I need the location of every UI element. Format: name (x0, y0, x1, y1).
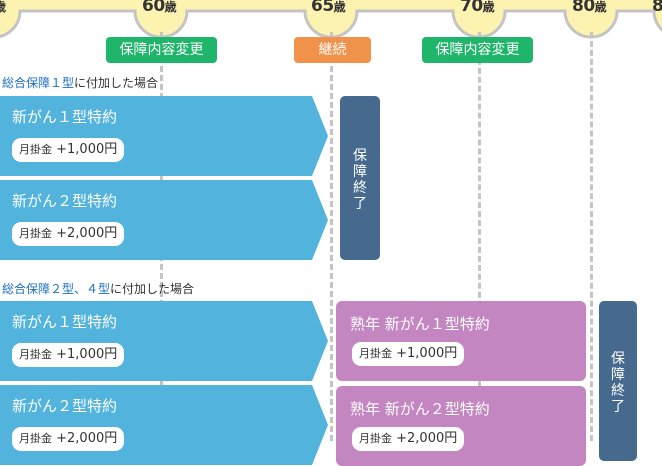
coverage-end-block: 保障終了 (340, 96, 380, 260)
premium-pill: 月掛金 +1,000円 (12, 343, 125, 367)
plan-name-highlight: ４型 (86, 282, 111, 296)
senior-rider-block: 熟年 新がん２型特約 月掛金 +2,000円 (336, 386, 586, 466)
premium-pill: 月掛金 +2,000円 (12, 222, 125, 246)
age-label-right: 8 (652, 0, 662, 16)
age-timeline: 歳 60歳 65歳 70歳 80歳 8 (0, 0, 662, 70)
label-separator: 、 (74, 282, 87, 296)
premium-pill: 月掛金 +2,000円 (352, 427, 465, 451)
coverage-end-label: 保障終了 (611, 351, 625, 415)
coverage-end-block: 保障終了 (599, 301, 637, 461)
section2-label: 総合保障２型、４型に付加した場合 (2, 280, 194, 297)
rider-block: 新がん２型特約 月掛金 +2,000円 (0, 180, 330, 260)
age-60-connector (160, 32, 163, 40)
rider-title: 新がん２型特約 (12, 192, 118, 210)
timeline-bar (0, 0, 662, 39)
coverage-end-label: 保障終了 (353, 148, 367, 212)
age-label-70: 70歳 (460, 0, 495, 16)
age-65-connector (330, 32, 333, 40)
age-label-60: 60歳 (142, 0, 177, 16)
tag-coverage-change-70: 保障内容変更 (422, 37, 533, 63)
timeline-bar-shape (0, 0, 662, 39)
section1-label-rest: に付加した場合 (74, 76, 159, 90)
senior-rider-title: 熟年 新がん１型特約 (350, 315, 490, 333)
tag-continue-65: 継続 (294, 37, 371, 63)
section1-label: 総合保障１型に付加した場合 (2, 74, 158, 91)
rider-block: 新がん１型特約 月掛金 +1,000円 (0, 301, 330, 381)
age-label-65: 65歳 (311, 0, 346, 16)
plan-name-highlight: 総合保障１型 (2, 76, 75, 90)
age-65-dashed-line (330, 66, 333, 441)
senior-rider-title: 熟年 新がん２型特約 (350, 400, 490, 418)
senior-rider-block: 熟年 新がん１型特約 月掛金 +1,000円 (336, 301, 586, 381)
rider-title: 新がん２型特約 (12, 397, 118, 415)
rider-title: 新がん１型特約 (12, 313, 118, 331)
premium-pill: 月掛金 +1,000円 (352, 342, 465, 366)
age-70-dashed-line (478, 32, 481, 441)
plan-name-highlight: 総合保障２型 (2, 282, 75, 296)
premium-pill: 月掛金 +1,000円 (12, 138, 125, 162)
section2-label-rest: に付加した場合 (110, 282, 195, 296)
premium-pill: 月掛金 +2,000円 (12, 427, 125, 451)
rider-title: 新がん１型特約 (12, 108, 118, 126)
age-label-80: 80歳 (572, 0, 607, 16)
tag-coverage-change-60: 保障内容変更 (106, 37, 217, 63)
age-80-dashed-line (590, 32, 593, 441)
age-label-left: 歳 (0, 0, 6, 16)
rider-block: 新がん２型特約 月掛金 +2,000円 (0, 385, 330, 465)
rider-block: 新がん１型特約 月掛金 +1,000円 (0, 96, 330, 176)
